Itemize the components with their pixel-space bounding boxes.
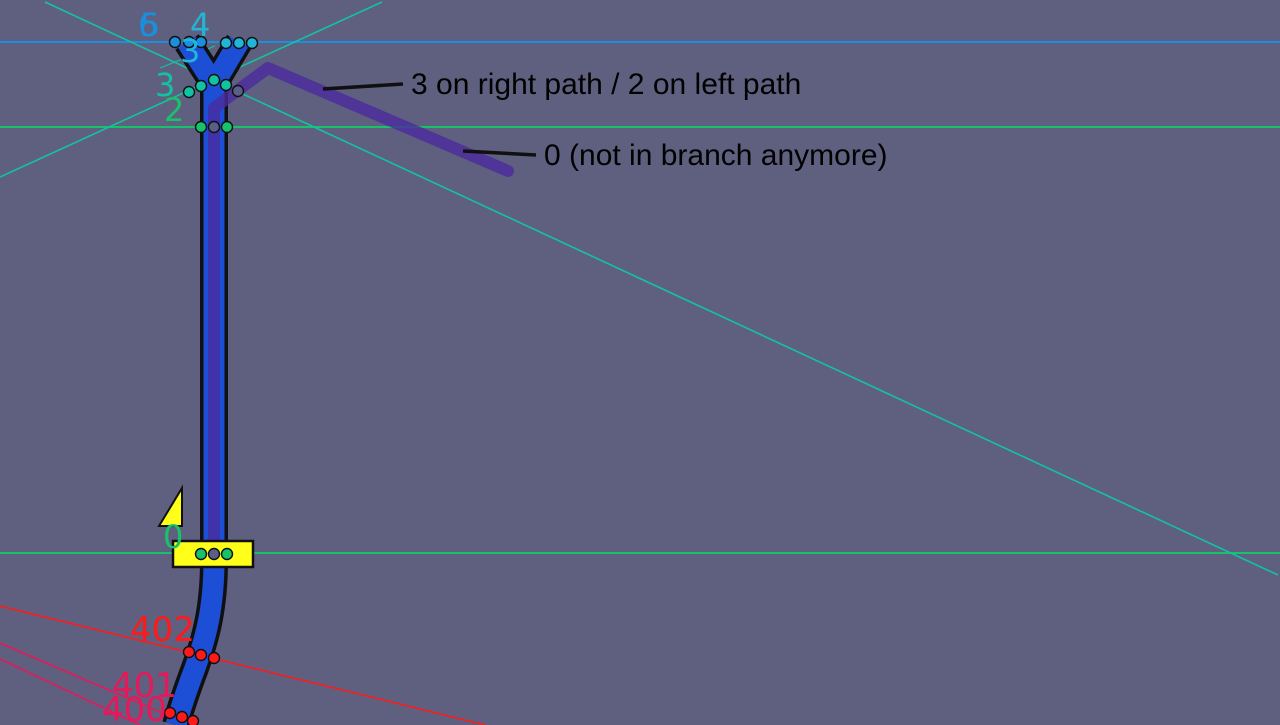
label-mid-two: 2 (164, 91, 184, 129)
guide-line-red-a (0, 605, 486, 725)
node[interactable] (175, 710, 189, 724)
node[interactable] (163, 706, 177, 720)
guide-line-red-b (0, 642, 191, 725)
leader-line-upper (322, 82, 404, 91)
label-top-four: 4 (190, 6, 210, 44)
node[interactable] (194, 120, 208, 134)
node-row-top (168, 35, 259, 50)
node[interactable] (207, 73, 221, 87)
node-row-middle (182, 73, 245, 99)
node[interactable] (194, 79, 208, 93)
node-row-green-lower (194, 547, 234, 561)
node-row-red (163, 645, 221, 725)
node[interactable] (194, 547, 208, 561)
node[interactable] (231, 84, 245, 98)
label-401: 401 (112, 666, 177, 706)
node[interactable] (220, 120, 234, 134)
node[interactable] (194, 35, 208, 49)
guide-line-red-c (0, 658, 141, 725)
node[interactable] (219, 36, 233, 50)
label-400: 400 (102, 690, 167, 725)
node[interactable] (207, 651, 221, 665)
node[interactable] (232, 36, 246, 50)
leader-line-lower (462, 149, 537, 157)
label-top-six: 6 (138, 6, 158, 44)
label-mid-three-small: 3 (180, 32, 200, 70)
node[interactable] (194, 648, 208, 662)
node[interactable] (182, 85, 196, 99)
label-402: 402 (130, 610, 195, 650)
node[interactable] (220, 547, 234, 561)
node[interactable] (219, 78, 233, 92)
node[interactable] (207, 120, 221, 134)
label-start-zero: 0 (163, 518, 183, 556)
node[interactable] (245, 36, 259, 50)
node[interactable] (182, 35, 196, 49)
node[interactable] (207, 547, 221, 561)
branch-overlay (208, 62, 514, 554)
node[interactable] (182, 645, 196, 659)
annotation-right-left-path: 3 on right path / 2 on left path (411, 68, 801, 101)
guide-line-teal-long (44, 1, 1279, 576)
annotation-not-in-branch: 0 (not in branch anymore) (544, 139, 888, 172)
node[interactable] (168, 35, 182, 49)
label-mid-three: 3 (155, 66, 175, 104)
node-row-green-upper (194, 120, 234, 134)
node[interactable] (186, 714, 200, 725)
start-arrow[interactable] (157, 484, 183, 527)
label-top-five: 5 (140, 6, 160, 44)
